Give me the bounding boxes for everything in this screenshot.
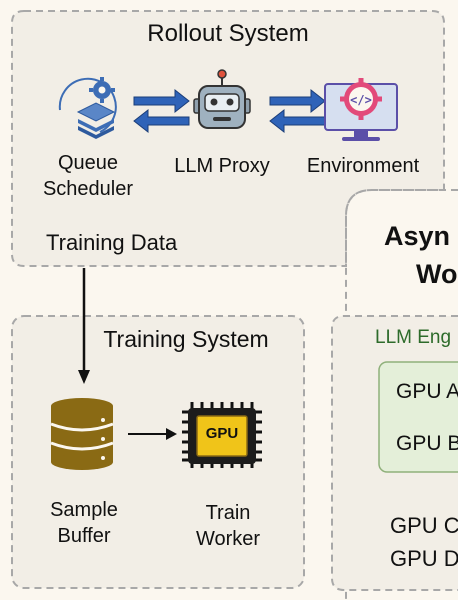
rollout-system-panel [11,10,445,267]
gpu-chip-label: GPU [205,425,239,442]
training-system-panel [11,315,305,589]
svg-text:</>: </> [350,93,372,107]
exchange-arrows-right [269,88,326,134]
database-icon [50,398,114,470]
gpu-b-label: GPU B [396,432,458,455]
async-title-line2: Wo [416,259,458,289]
queue-scheduler-icon [58,77,117,139]
training-data-label: Training Data [46,230,178,255]
training-data-arrow [78,268,90,384]
llm-engine-label: LLM Eng [375,327,452,348]
environment-icon: </> [324,78,398,141]
gpu-a-label: GPU A [396,380,458,403]
queue-scheduler-label: Queue Scheduler [42,152,134,200]
train-worker-label: Train Worker [195,502,261,550]
sample-buffer-label: Sample Buffer [50,499,118,547]
llm-engine-gpu-box [378,361,458,473]
llm-proxy-label: LLM Proxy [174,155,270,177]
gpu-chip-icon [182,402,262,468]
gpu-c-label: GPU C [390,513,458,538]
rollout-system-title: Rollout System [147,20,309,47]
buffer-to-worker-arrow [128,428,177,440]
robot-icon [193,69,251,129]
environment-label: Environment [306,155,420,177]
training-system-title: Training System [103,326,269,352]
gpu-d-label: GPU D [390,546,458,571]
async-workflow-panel [345,189,458,600]
async-title-line1: Asyn [384,221,451,251]
exchange-arrows-left [133,88,190,134]
